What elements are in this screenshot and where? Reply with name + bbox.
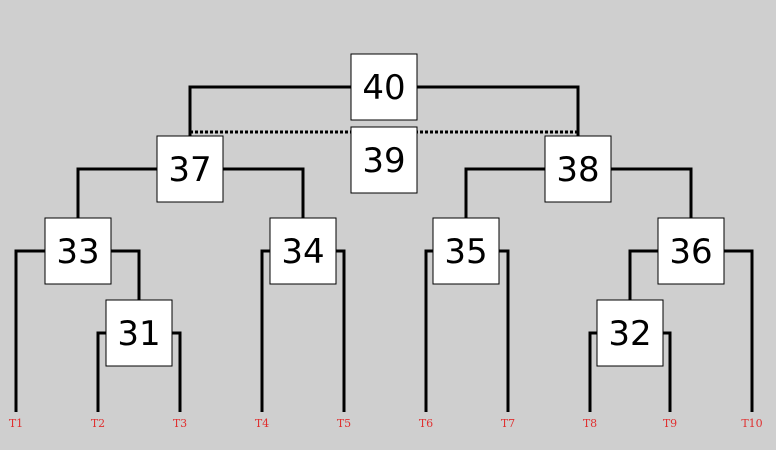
node-34: 34	[269, 217, 337, 285]
node-box-32	[596, 299, 664, 367]
node-label-36: 36	[669, 232, 712, 272]
node-label-38: 38	[556, 150, 599, 190]
node-38: 38	[544, 135, 612, 203]
node-39: 39	[350, 126, 418, 194]
node-40: 40	[350, 53, 418, 121]
leaf-label-T2: T2	[91, 417, 105, 430]
node-33: 33	[44, 217, 112, 285]
leaf-label-T9: T9	[663, 417, 677, 430]
leaf-label-T8: T8	[583, 417, 597, 430]
leaf-label-T3: T3	[173, 417, 187, 430]
edge-38-35	[464, 167, 578, 218]
node-box-33	[44, 217, 112, 285]
node-label-40: 40	[362, 68, 405, 108]
node-label-32: 32	[608, 314, 651, 354]
node-label-37: 37	[168, 150, 211, 190]
node-box-39	[350, 126, 418, 194]
node-box-31	[105, 299, 173, 367]
node-box-37	[156, 135, 224, 203]
edge-37-33	[76, 167, 190, 218]
edge-38-36	[578, 167, 693, 218]
node-label-35: 35	[444, 232, 487, 272]
leaves: T1 T2 T3 T4 T5 T6 T7 T8 T9 T10	[9, 417, 763, 430]
node-box-40	[350, 53, 418, 121]
node-label-34: 34	[281, 232, 324, 272]
node-box-34	[269, 217, 337, 285]
node-37: 37	[156, 135, 224, 203]
leaf-label-T10: T10	[741, 417, 762, 430]
node-32: 32	[596, 299, 664, 367]
nodes: 31 32 33 34 35 36 37 38 40 39	[44, 53, 725, 367]
node-36: 36	[657, 217, 725, 285]
edge-40-38	[384, 85, 580, 136]
node-31: 31	[105, 299, 173, 367]
node-box-36	[657, 217, 725, 285]
leaf-label-T5: T5	[337, 417, 351, 430]
leaf-label-T1: T1	[9, 417, 23, 430]
node-box-38	[544, 135, 612, 203]
node-35: 35	[432, 217, 500, 285]
leaf-label-T6: T6	[419, 417, 433, 430]
edge-37-34	[190, 167, 305, 218]
node-label-31: 31	[117, 314, 160, 354]
node-box-35	[432, 217, 500, 285]
node-label-39: 39	[362, 141, 405, 181]
leaf-label-T4: T4	[255, 417, 269, 430]
leaf-label-T7: T7	[501, 417, 515, 430]
edge-40-37	[188, 85, 384, 136]
node-label-33: 33	[56, 232, 99, 272]
